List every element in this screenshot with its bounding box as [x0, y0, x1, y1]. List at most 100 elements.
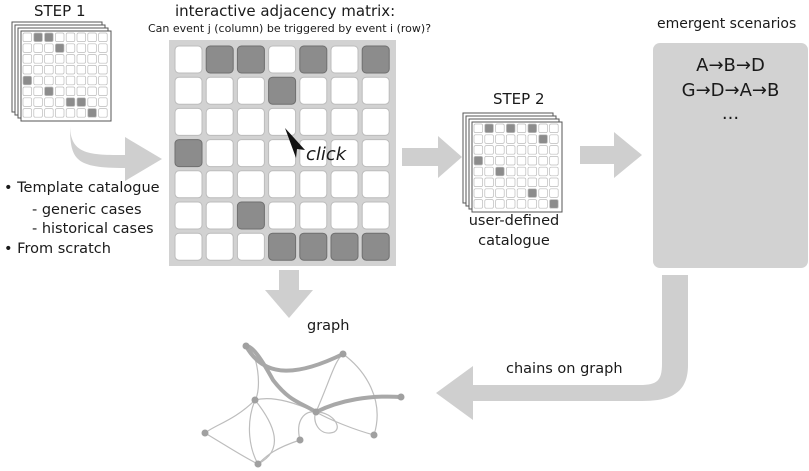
matrix-cell-filled[interactable] — [174, 139, 203, 168]
mini-matrix-cell — [549, 145, 559, 155]
matrix-cell[interactable] — [236, 107, 265, 136]
matrix-cell-filled[interactable] — [361, 232, 390, 261]
matrix-cell-filled[interactable] — [236, 201, 265, 230]
matrix-cell[interactable] — [330, 139, 359, 168]
matrix-cell-filled[interactable] — [268, 232, 297, 261]
mini-matrix-cell — [473, 199, 483, 209]
mini-matrix-cell — [98, 43, 108, 53]
matrix-cell[interactable] — [361, 139, 390, 168]
matrix-cell-filled[interactable] — [330, 232, 359, 261]
matrix-cell[interactable] — [205, 201, 234, 230]
matrix-cell[interactable] — [174, 232, 203, 261]
mini-matrix-cell — [65, 43, 76, 53]
mini-matrix-cell — [516, 156, 527, 166]
mini-matrix-cell — [495, 199, 505, 209]
matrix-subtitle: Can event j (column) be triggered by eve… — [148, 22, 432, 35]
arrow-step1-to-matrix — [70, 125, 162, 181]
matrix-cell[interactable] — [361, 170, 390, 199]
matrix-cell[interactable] — [205, 170, 234, 199]
matrix-cell[interactable] — [361, 201, 390, 230]
mini-matrix-cell — [527, 166, 537, 177]
mini-matrix-cell — [527, 177, 537, 187]
bullet-template-catalogue: • Template catalogue — [4, 180, 160, 196]
matrix-cell[interactable] — [268, 107, 297, 136]
mini-matrix-cell — [516, 177, 527, 187]
bullet-from-scratch: • From scratch — [4, 241, 111, 257]
mini-matrix-cell — [538, 156, 548, 166]
matrix-cell[interactable] — [330, 107, 359, 136]
matrix-cell-filled[interactable] — [361, 45, 390, 74]
mini-matrix-cell — [527, 145, 537, 155]
matrix-cell[interactable] — [268, 45, 297, 74]
mini-matrix-cell — [516, 123, 527, 133]
graph-node — [254, 460, 262, 468]
matrix-cell[interactable] — [174, 76, 203, 105]
matrix-cell[interactable] — [174, 45, 203, 74]
matrix-cell[interactable] — [236, 232, 265, 261]
mini-matrix-cell — [87, 43, 97, 53]
graph-node — [370, 431, 378, 439]
mini-matrix-cell — [506, 145, 516, 155]
matrix-cell[interactable] — [330, 201, 359, 230]
matrix-cell-filled[interactable] — [299, 45, 328, 74]
matrix-cell[interactable] — [299, 201, 328, 230]
matrix-cell[interactable] — [174, 201, 203, 230]
matrix-cell[interactable] — [205, 232, 234, 261]
mini-matrix-cell — [538, 166, 548, 177]
mini-matrix-cell — [98, 32, 108, 42]
matrix-cell-filled[interactable] — [236, 45, 265, 74]
step2-catalogue-stack — [462, 112, 563, 213]
mini-matrix-cell — [33, 75, 43, 86]
graph-node — [242, 342, 250, 350]
matrix-cell[interactable] — [330, 76, 359, 105]
mini-matrix-cell — [538, 177, 548, 187]
matrix-cell[interactable] — [361, 76, 390, 105]
matrix-cell[interactable] — [299, 107, 328, 136]
mini-matrix-cell — [473, 177, 483, 187]
mini-matrix-cell — [516, 134, 527, 144]
matrix-cell[interactable] — [205, 107, 234, 136]
mini-matrix-cell — [87, 32, 97, 42]
mini-matrix-cell — [484, 199, 494, 209]
mini-matrix-cell — [538, 123, 548, 133]
mini-matrix-cell — [506, 188, 516, 198]
matrix-cell[interactable] — [236, 139, 265, 168]
matrix-cell[interactable] — [236, 170, 265, 199]
matrix-cell-filled[interactable] — [205, 45, 234, 74]
matrix-cell[interactable] — [268, 201, 297, 230]
mini-matrix-cell — [22, 108, 32, 118]
mini-matrix-cell — [33, 54, 43, 64]
mini-matrix-cell — [98, 86, 108, 96]
matrix-cell[interactable] — [174, 170, 203, 199]
graph-label: graph — [307, 318, 350, 334]
matrix-cell[interactable] — [236, 76, 265, 105]
mini-matrix-cell — [76, 54, 86, 64]
mini-matrix-cell — [55, 86, 65, 96]
mini-matrix-cell — [98, 108, 108, 118]
mini-matrix-cell — [473, 166, 483, 177]
matrix-cell[interactable] — [205, 139, 234, 168]
graph-node — [201, 429, 209, 437]
matrix-cell[interactable] — [205, 76, 234, 105]
matrix-cell[interactable] — [174, 107, 203, 136]
mini-matrix-cell — [516, 166, 527, 177]
matrix-cell[interactable] — [330, 170, 359, 199]
mini-matrix-cell — [549, 123, 559, 133]
matrix-cell[interactable] — [299, 76, 328, 105]
matrix-cell[interactable] — [299, 170, 328, 199]
matrix-cell-filled[interactable] — [299, 232, 328, 261]
matrix-cell[interactable] — [361, 107, 390, 136]
matrix-cell[interactable] — [268, 170, 297, 199]
mini-matrix-cell — [22, 54, 32, 64]
mini-matrix-cell — [506, 199, 516, 209]
matrix-cell[interactable] — [330, 45, 359, 74]
bullet-generic-cases: - generic cases — [32, 202, 142, 218]
mini-matrix-cell — [55, 54, 65, 64]
mini-matrix-cell — [484, 123, 494, 133]
matrix-cell-filled[interactable] — [268, 76, 297, 105]
chains-label: chains on graph — [506, 361, 623, 377]
click-label: click — [306, 144, 347, 165]
matrix-cell[interactable] — [299, 139, 328, 168]
mini-matrix-cell — [55, 43, 65, 53]
mini-matrix-cell — [44, 32, 54, 42]
